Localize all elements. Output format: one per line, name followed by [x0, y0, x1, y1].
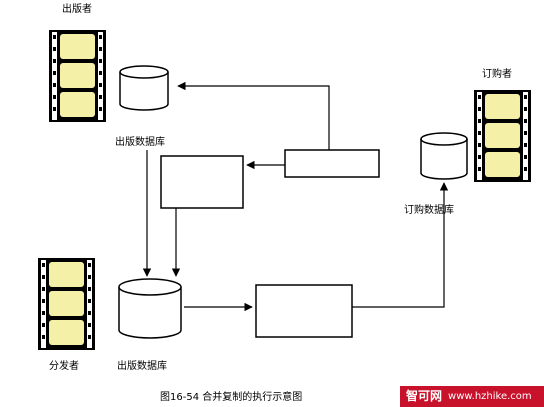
merge-agent-box — [284, 149, 380, 178]
publisher-film-icon — [49, 30, 106, 122]
subscriber-film-icon — [474, 90, 531, 182]
distributor-label: 分发者 — [49, 361, 79, 372]
arrow-box-to-subscriber — [352, 182, 449, 308]
publisher-db-label: 出版数据库 — [115, 137, 165, 148]
watermark-url: www.hzhike.com — [448, 391, 532, 402]
figure-caption: 图16-54 合并复制的执行示意图 — [160, 392, 303, 403]
watermark[interactable]: 智可网 www.hzhike.com — [400, 386, 544, 407]
distributor-film-icon — [38, 258, 95, 350]
distributor-db-label: 出版数据库 — [117, 361, 167, 372]
subscriber-label: 订购者 — [482, 69, 512, 80]
publisher-label: 出版者 — [62, 4, 92, 15]
subscriber-db-label: 订购数据库 — [404, 205, 454, 216]
distributor-database-icon — [118, 278, 182, 339]
distribution-box — [255, 284, 353, 338]
subscriber-database-icon — [420, 132, 468, 180]
arrow-merge-to-publisher — [177, 81, 330, 150]
watermark-brand: 智可网 — [406, 389, 443, 403]
publisher-database-icon — [119, 65, 169, 111]
snapshot-box — [160, 155, 244, 209]
